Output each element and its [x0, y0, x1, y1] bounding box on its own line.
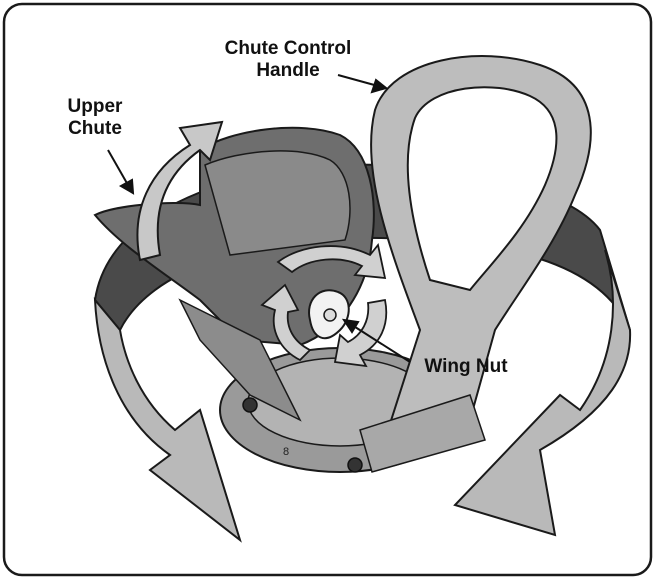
svg-text:8: 8: [283, 446, 289, 458]
chute-control-handle-label-line1: Chute Control: [198, 38, 378, 60]
chute-control-handle-label: Chute Control Handle: [198, 38, 378, 82]
wing-nut-label: Wing Nut: [396, 356, 536, 378]
upper-chute-label-line1: Upper: [40, 96, 150, 118]
upper-chute-label-line2: Chute: [40, 118, 150, 140]
upper-chute-label: Upper Chute: [40, 96, 150, 140]
chute-control-handle-label-line2: Handle: [198, 60, 378, 82]
